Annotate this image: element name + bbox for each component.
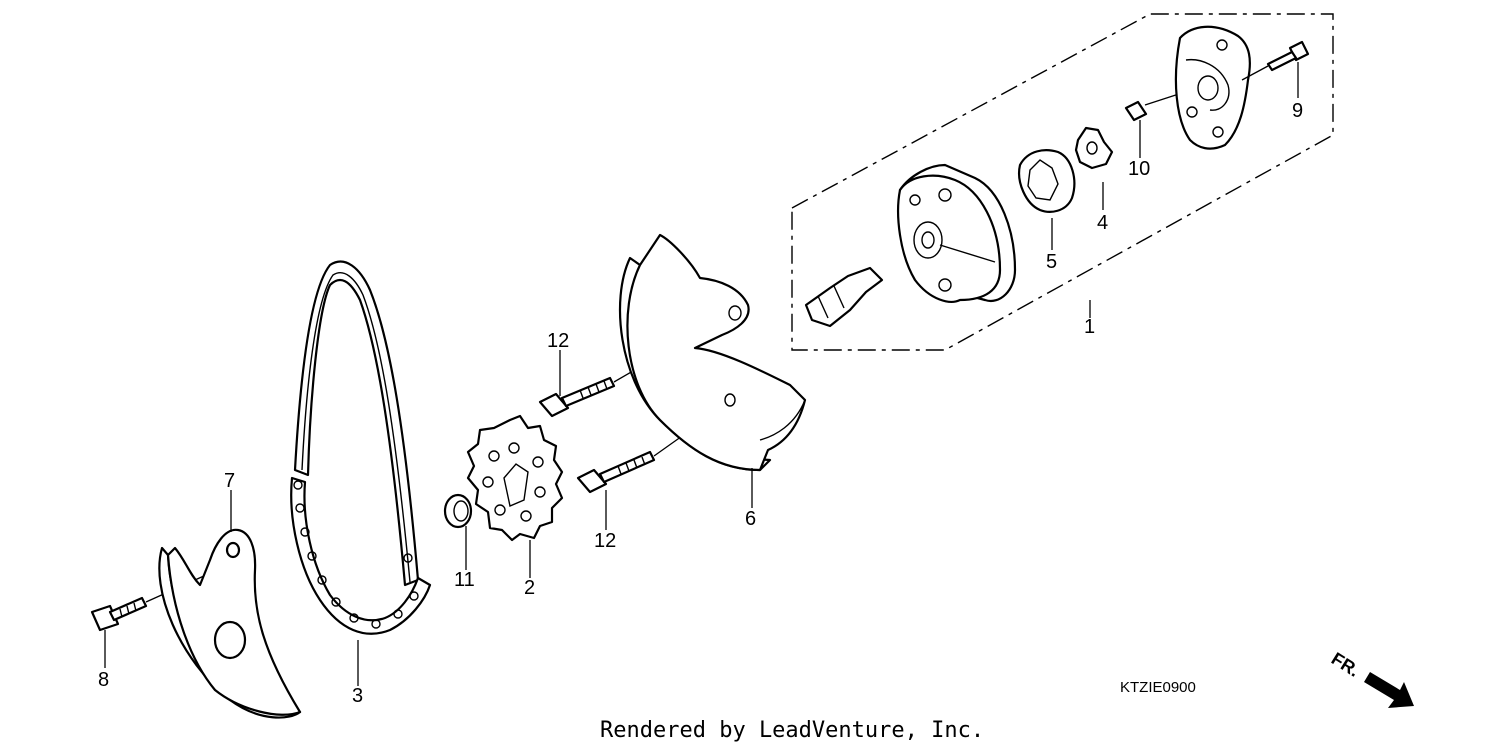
front-label: FR. [1328, 648, 1363, 680]
part-4-inner-rotor[interactable] [1074, 126, 1114, 170]
callout-7: 7 [224, 470, 235, 492]
part-6-chain-guide[interactable] [618, 233, 807, 472]
part-7-chain-guide[interactable] [158, 528, 302, 719]
callout-8: 8 [98, 669, 109, 691]
front-arrow-icon [1364, 672, 1414, 708]
callouts: 1 2 3 4 5 6 7 8 9 10 11 12 12 [98, 100, 1303, 707]
callout-12-upper: 12 [547, 330, 569, 352]
part-10-dowel-pin[interactable] [1124, 91, 1186, 122]
callout-5: 5 [1046, 251, 1057, 273]
callout-12-lower: 12 [594, 530, 616, 552]
assembly-group-outline [791, 13, 1334, 351]
part-2-sprocket[interactable] [466, 414, 564, 542]
callout-3: 3 [352, 685, 363, 707]
leader-lines [104, 62, 1299, 686]
part-3-drive-chain[interactable] [290, 260, 432, 635]
part-9-screw[interactable] [1241, 40, 1310, 81]
part-5-outer-rotor[interactable] [1018, 149, 1076, 213]
part-1-pump-assembly[interactable] [804, 163, 1017, 328]
callout-10: 10 [1128, 158, 1150, 180]
pump-cover[interactable] [1174, 25, 1251, 150]
callout-2: 2 [524, 577, 535, 599]
front-direction-indicator: FR. [1328, 648, 1414, 708]
callout-9: 9 [1292, 100, 1303, 122]
callout-6: 6 [745, 508, 756, 530]
callout-4: 4 [1097, 212, 1108, 234]
callout-11: 11 [454, 569, 475, 591]
part-11-clip[interactable] [443, 493, 473, 529]
render-credit: Rendered by LeadVenture, Inc. [600, 718, 984, 743]
diagram-code: KTZIE0900 [1120, 679, 1196, 696]
callout-1: 1 [1084, 316, 1095, 338]
chain-links-lower [290, 476, 432, 635]
